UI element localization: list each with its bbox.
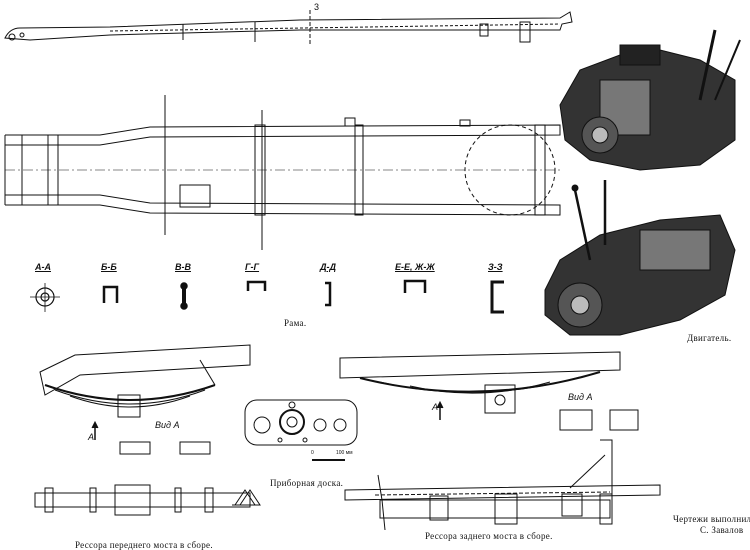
front-spring-drawing — [39, 344, 251, 455]
dashboard-drawing — [244, 399, 358, 461]
section-label-v: В-В — [175, 262, 191, 272]
scale-end: 100 мм — [336, 450, 353, 456]
section-label-z: З-З — [488, 262, 503, 272]
section-label-a: А-А — [35, 262, 51, 272]
engine-photo-top — [559, 29, 741, 171]
engine-caption: Двигатель. — [687, 333, 732, 343]
section-shapes — [30, 279, 504, 314]
front-arrow-a-label: А — [88, 432, 95, 442]
front-axle-drawing — [34, 484, 258, 516]
section-label-b: Б-Б — [101, 262, 117, 272]
section-label-g: Г-Г — [245, 262, 260, 272]
credit-line-2: С. Завалов — [700, 525, 744, 535]
dashboard-caption: Приборная доска. — [270, 478, 344, 488]
credit-line-1: Чертежи выполнил — [673, 514, 750, 524]
rear-spring-caption: Рессора заднего моста в сборе. — [425, 531, 553, 541]
engine-photo-bottom — [544, 180, 736, 336]
rear-view-a-label: Вид А — [568, 392, 593, 402]
front-spring-caption: Рессора переднего моста в сборе. — [75, 540, 213, 550]
rear-spring-drawing — [339, 351, 639, 431]
scale-zero: 0 — [311, 450, 314, 456]
section-label-d: Д-Д — [320, 262, 336, 272]
section-label-e-zh: Е-Е, Ж-Ж — [395, 262, 435, 272]
frame-plan-view — [4, 95, 561, 250]
rear-axle-drawing — [239, 439, 661, 531]
section-mark-3: 3 — [314, 2, 320, 12]
frame-side-view — [4, 10, 573, 45]
rear-arrow-a-label: А — [432, 402, 439, 412]
frame-caption: Рама. — [284, 318, 307, 328]
front-view-a-label: Вид А — [155, 420, 180, 430]
